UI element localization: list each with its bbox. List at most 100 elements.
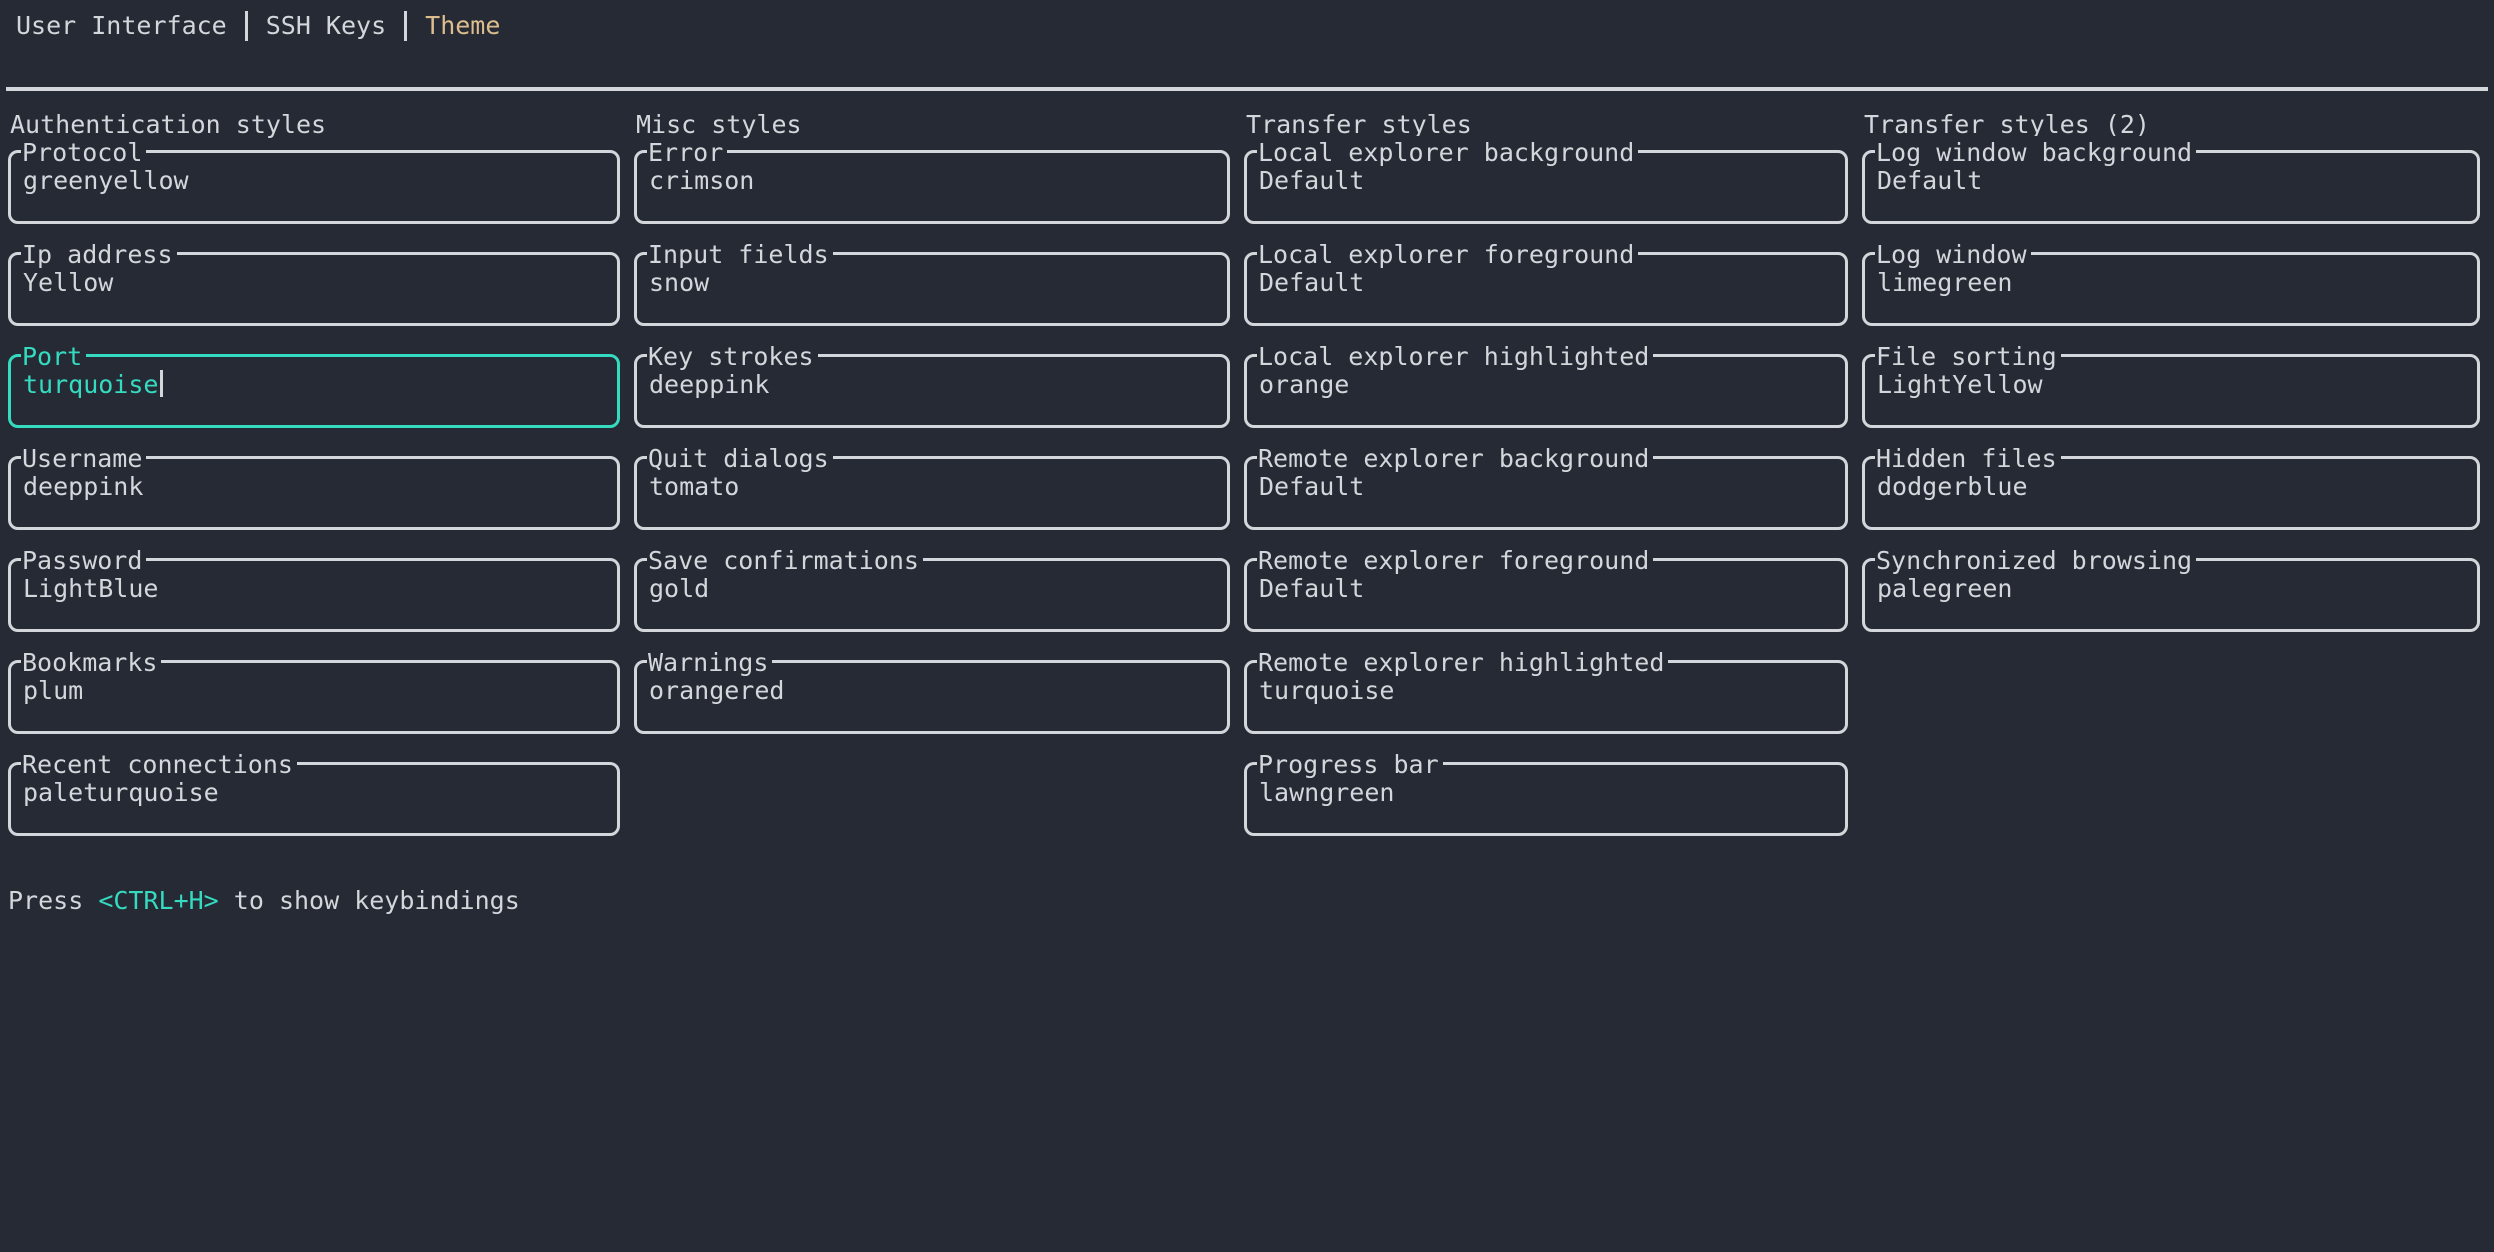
field-value-row: orange <box>1259 368 1845 402</box>
field-value-row: deeppink <box>649 368 1227 402</box>
field-label: Recent connections <box>21 748 297 781</box>
field-value-row: Default <box>1259 266 1845 300</box>
field-value-row: palegreen <box>1877 572 2477 606</box>
field-label: File sorting <box>1875 340 2061 373</box>
field-value-row: orangered <box>649 674 1227 708</box>
hint-prefix: Press <box>8 886 99 915</box>
field-value-row: Default <box>1877 164 2477 198</box>
field-value: crimson <box>649 166 755 195</box>
field-label: Remote explorer background <box>1257 442 1654 475</box>
field-label: Local explorer foreground <box>1257 238 1639 271</box>
field-value: snow <box>649 268 710 297</box>
field-label: Quit dialogs <box>647 442 833 475</box>
field-value-row: gold <box>649 572 1227 606</box>
field-label: Input fields <box>647 238 833 271</box>
column-title: Transfer styles (2) <box>1864 110 2150 139</box>
field-value: turquoise <box>23 370 159 399</box>
tab-ssh-keys[interactable]: SSH Keys <box>265 11 387 40</box>
field-label: Remote explorer highlighted <box>1257 646 1669 679</box>
field-label: Username <box>21 442 147 475</box>
field-value-row: deeppink <box>23 470 617 504</box>
field-label: Ip address <box>21 238 177 271</box>
nav-separator <box>404 11 408 41</box>
field-label: Key strokes <box>647 340 818 373</box>
text-cursor <box>160 370 164 397</box>
field-value-row: tomato <box>649 470 1227 504</box>
field-value: LightYellow <box>1877 370 2043 399</box>
field-value: deeppink <box>23 472 144 501</box>
field-value: dodgerblue <box>1877 472 2028 501</box>
field-value-row: crimson <box>649 164 1227 198</box>
field-label: Warnings <box>647 646 773 679</box>
column-title: Authentication styles <box>10 110 327 139</box>
field-value: gold <box>649 574 710 603</box>
field-value: paleturquoise <box>23 778 219 807</box>
tab-theme[interactable]: Theme <box>425 11 501 40</box>
field-value: Default <box>1259 472 1365 501</box>
field-value: orange <box>1259 370 1350 399</box>
column-title: Misc styles <box>636 110 802 139</box>
keybinding-key: <CTRL+H> <box>98 886 219 915</box>
field-value-row: Default <box>1259 164 1845 198</box>
field-value-row: LightBlue <box>23 572 617 606</box>
field-value: Default <box>1259 268 1365 297</box>
field-label: Hidden files <box>1875 442 2061 475</box>
field-value-row: snow <box>649 266 1227 300</box>
field-value: Default <box>1877 166 1983 195</box>
tab-user-interface[interactable]: User Interface <box>16 11 227 40</box>
field-value-row: plum <box>23 674 617 708</box>
field-label: Progress bar <box>1257 748 1443 781</box>
field-value: Default <box>1259 574 1365 603</box>
field-value-row: Default <box>1259 470 1845 504</box>
field-label: Log window background <box>1875 136 2197 169</box>
field-label: Protocol <box>21 136 147 169</box>
field-value-row: LightYellow <box>1877 368 2477 402</box>
field-value: tomato <box>649 472 740 501</box>
field-label: Local explorer background <box>1257 136 1639 169</box>
field-value: greenyellow <box>23 166 189 195</box>
field-value-row: lawngreen <box>1259 776 1845 810</box>
field-label: Log window <box>1875 238 2031 271</box>
field-label: Bookmarks <box>21 646 162 679</box>
field-value: plum <box>23 676 84 705</box>
field-value: orangered <box>649 676 785 705</box>
field-label: Remote explorer foreground <box>1257 544 1654 577</box>
nav-separator <box>244 11 248 41</box>
field-value-row: Default <box>1259 572 1845 606</box>
column-title: Transfer styles <box>1246 110 1472 139</box>
field-value: limegreen <box>1877 268 2013 297</box>
field-value: deeppink <box>649 370 770 399</box>
hint-suffix: to show keybindings <box>218 886 520 915</box>
field-label: Error <box>647 136 728 169</box>
